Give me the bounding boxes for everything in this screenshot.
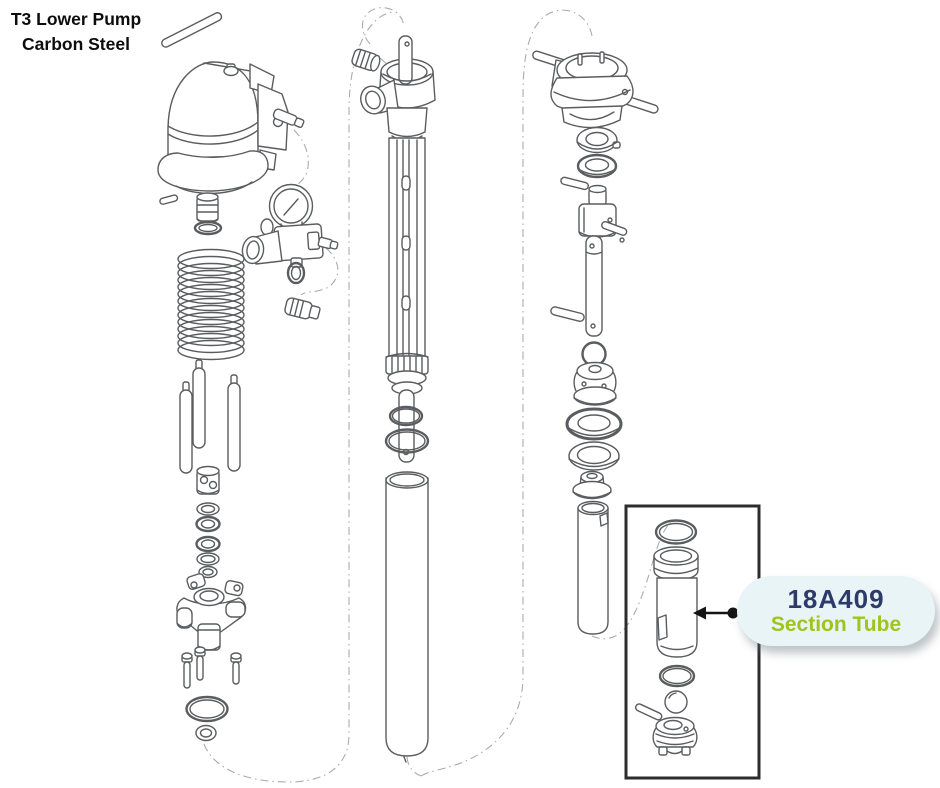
- part-name: Section Tube: [770, 613, 902, 636]
- throat-gland: [572, 470, 612, 500]
- air-regulator-gauge: [241, 183, 339, 285]
- diagram-title-line1: T3 Lower Pump: [10, 9, 142, 29]
- middle-assembly: [351, 35, 436, 763]
- seal-stack: [565, 407, 623, 471]
- diagram-title-line2: Carbon Steel: [22, 34, 130, 54]
- pump-head: [360, 35, 436, 142]
- pump-manifold: [176, 573, 247, 651]
- dowel-pin: [634, 703, 663, 721]
- plug-fitting: [351, 48, 381, 72]
- highlight-box-group: [624, 504, 761, 780]
- grommet: [195, 724, 217, 742]
- outer-cylinder: [577, 500, 609, 635]
- plug-fitting: [284, 297, 321, 320]
- dowel-pin: [550, 306, 585, 322]
- o-rings: [384, 405, 430, 454]
- o-ring: [658, 664, 696, 688]
- right-assembly: [532, 50, 659, 635]
- part-callout[interactable]: 18A409 Section Tube: [737, 576, 935, 646]
- mounting-bolts: [181, 646, 242, 689]
- pin: [159, 194, 179, 205]
- seal-washer-stack: [195, 502, 221, 579]
- callout-arrow: [693, 606, 739, 620]
- air-motor: [157, 61, 305, 195]
- section-tube: [653, 546, 699, 658]
- piston-valve: [573, 361, 617, 406]
- tri-clamp-coupler: [532, 50, 659, 129]
- dowel-pin: [560, 176, 589, 191]
- packing-stack: [385, 352, 429, 395]
- o-ring-large: [185, 695, 229, 723]
- tube-housing: [388, 137, 426, 359]
- foot-valve: [652, 716, 698, 756]
- part-number: 18A409: [787, 584, 885, 614]
- o-ring: [654, 519, 698, 545]
- left-assembly: [157, 12, 339, 742]
- pin: [161, 12, 223, 48]
- ball: [664, 690, 688, 714]
- o-ring: [193, 220, 223, 236]
- packing-nut: [196, 192, 219, 224]
- dowel-pin: [601, 220, 628, 236]
- coupling-nut: [196, 465, 220, 495]
- diagram-title: T3 Lower Pump Carbon Steel: [0, 7, 152, 57]
- tie-rods: [179, 359, 241, 474]
- piston-rod: [585, 235, 603, 337]
- retaining-nut: [576, 126, 621, 154]
- coil-spring: [177, 248, 245, 361]
- seal-ring: [576, 153, 618, 179]
- cylinder-tube: [385, 471, 429, 763]
